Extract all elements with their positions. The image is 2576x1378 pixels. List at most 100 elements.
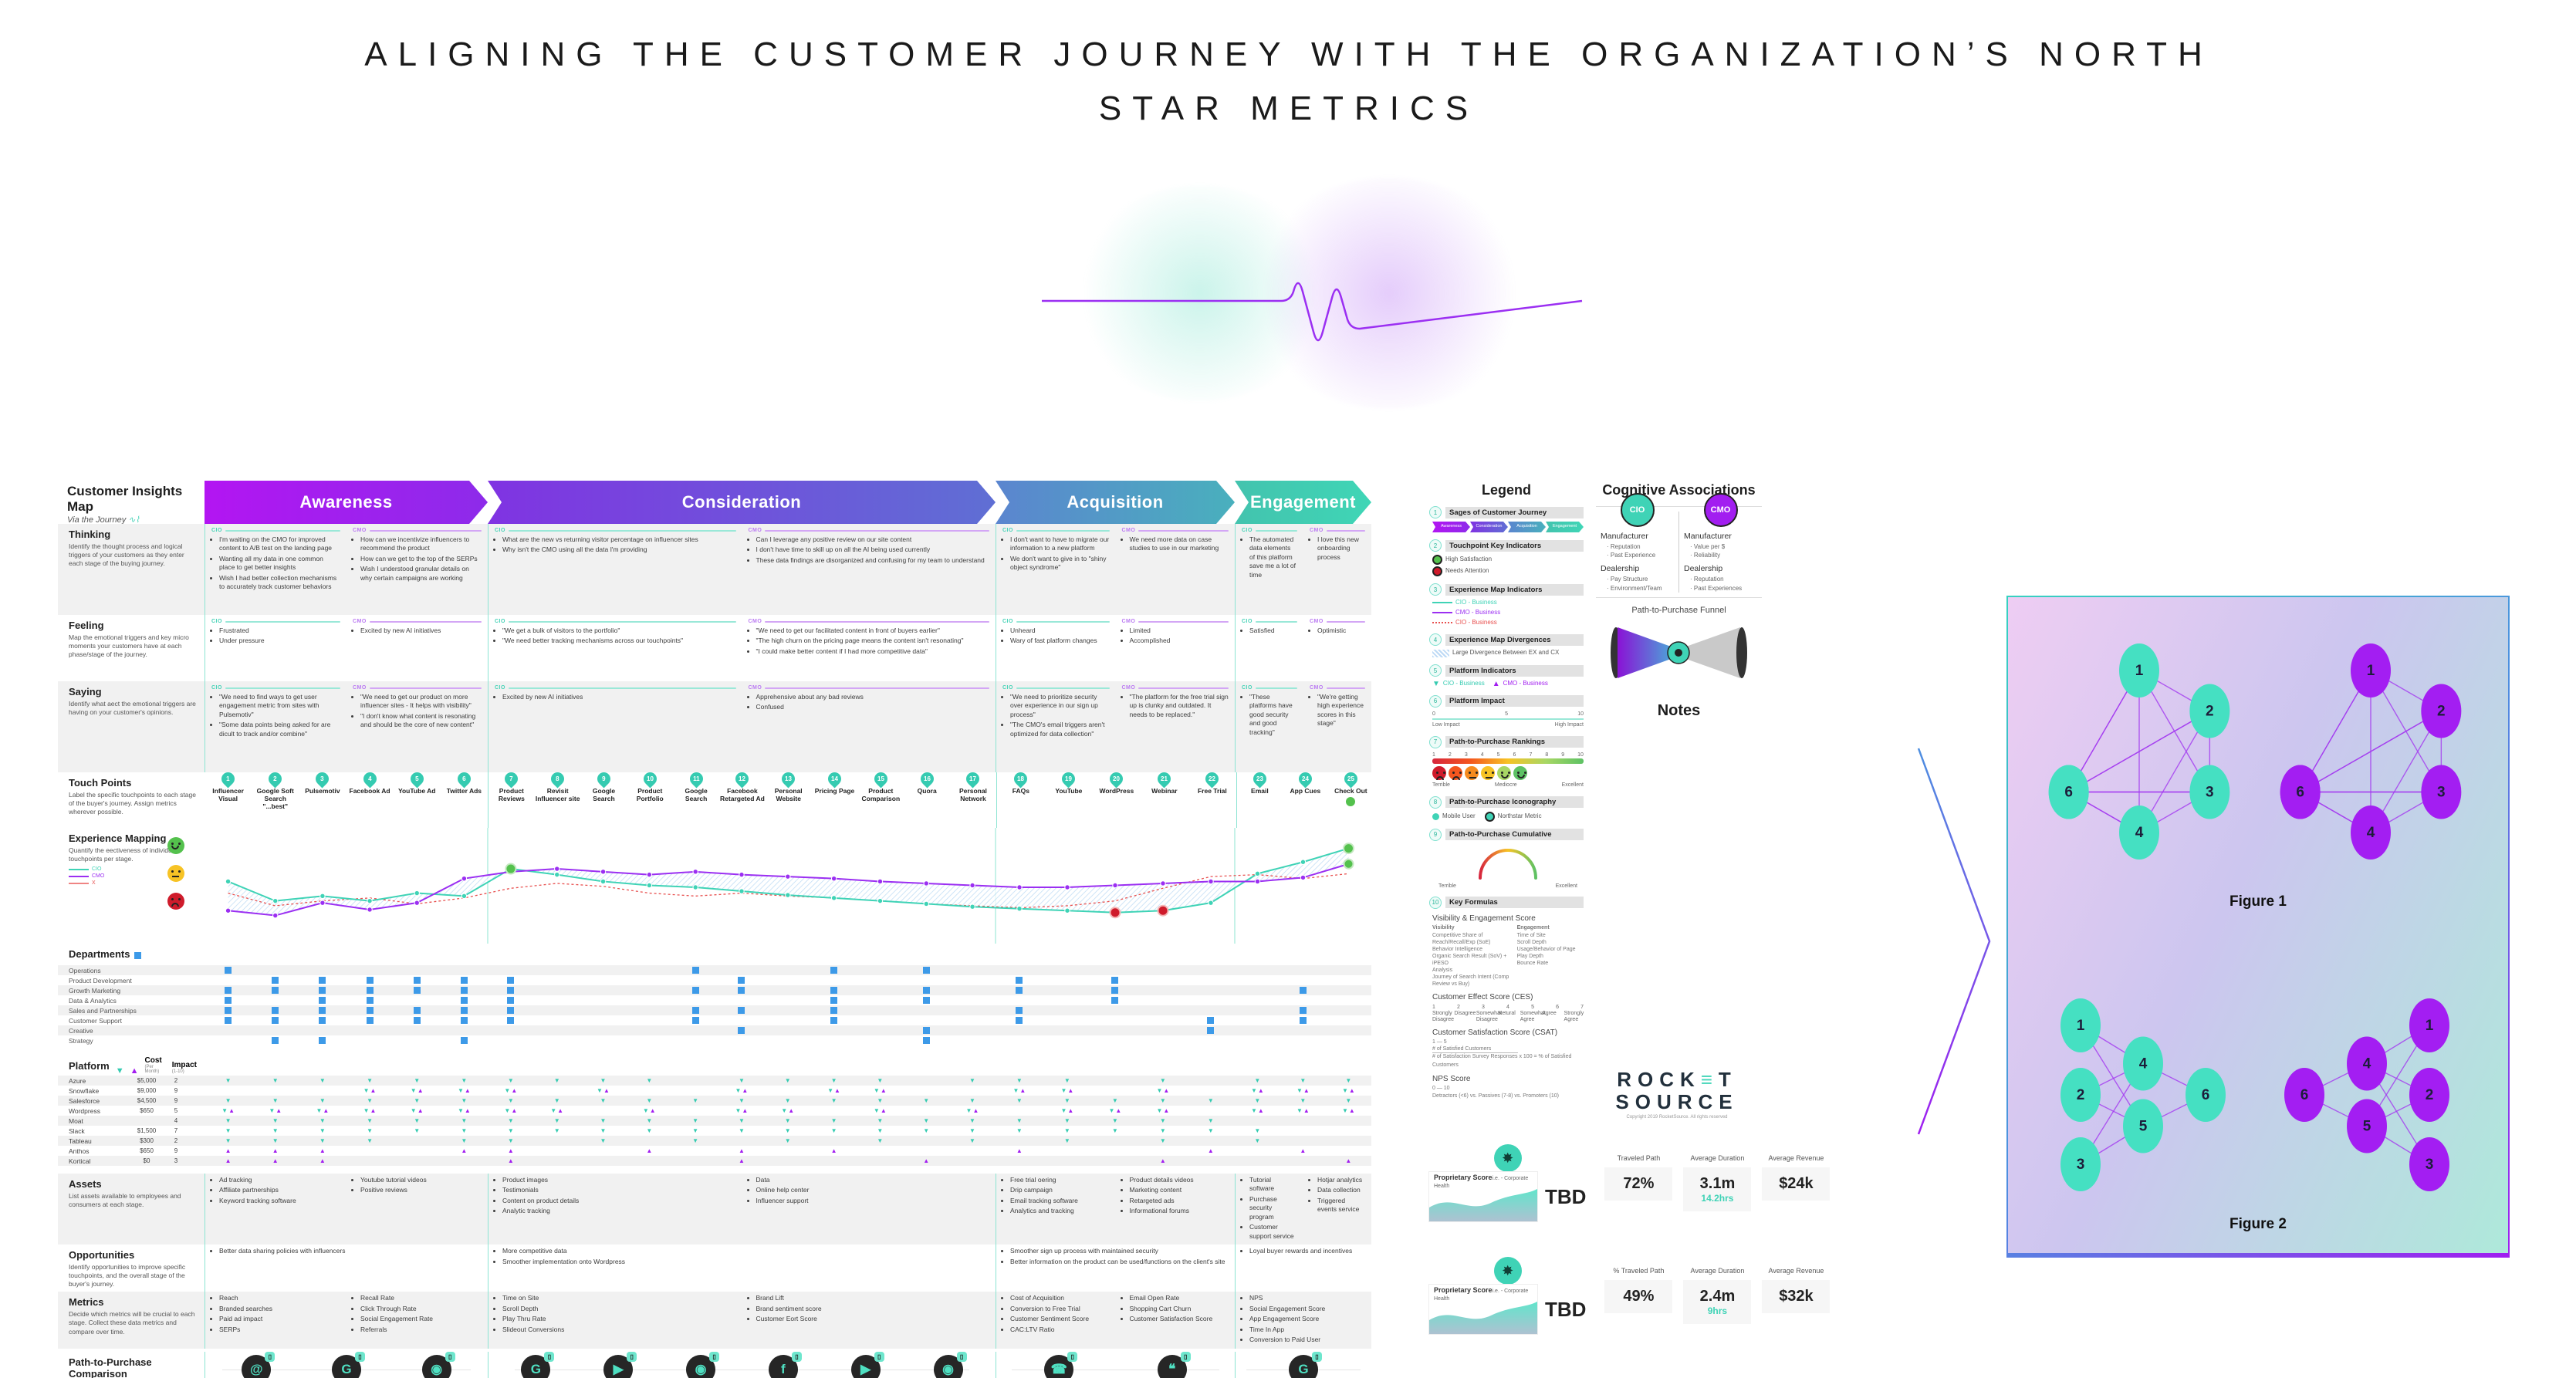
- cio-platform-marker[interactable]: ▼: [1159, 1126, 1166, 1134]
- cio-platform-marker[interactable]: ▼: [600, 1096, 607, 1104]
- cio-platform-marker[interactable]: ▼: [272, 1116, 279, 1124]
- department-marker[interactable]: [830, 967, 838, 974]
- cmo-platform-marker[interactable]: ▲: [880, 1086, 887, 1094]
- cio-platform-marker[interactable]: ▼: [600, 1126, 607, 1134]
- cio-platform-marker[interactable]: ▼: [600, 1116, 607, 1124]
- cio-platform-marker[interactable]: ▼: [319, 1126, 326, 1134]
- department-marker[interactable]: [507, 977, 515, 984]
- cio-platform-marker[interactable]: ▼: [221, 1106, 228, 1114]
- cio-platform-marker[interactable]: ▼: [830, 1096, 837, 1104]
- department-marker[interactable]: [413, 1007, 421, 1014]
- department-marker[interactable]: [272, 977, 279, 984]
- cio-platform-marker[interactable]: ▼: [1016, 1116, 1023, 1124]
- cio-platform-marker[interactable]: ▼: [1250, 1106, 1257, 1114]
- cio-platform-marker[interactable]: ▼: [367, 1096, 373, 1104]
- cio-platform-marker[interactable]: ▼: [414, 1096, 421, 1104]
- cio-platform-marker[interactable]: ▼: [781, 1106, 788, 1114]
- cio-platform-marker[interactable]: ▼: [692, 1137, 699, 1144]
- cmo-platform-marker[interactable]: ▲: [923, 1157, 930, 1164]
- department-marker[interactable]: [691, 1007, 699, 1014]
- cio-platform-marker[interactable]: ▼: [692, 1126, 699, 1134]
- cio-platform-marker[interactable]: ▼: [877, 1126, 884, 1134]
- cio-platform-marker[interactable]: ▼: [738, 1116, 745, 1124]
- department-marker[interactable]: [319, 997, 326, 1004]
- cio-platform-marker[interactable]: ▼: [553, 1116, 560, 1124]
- department-marker[interactable]: [413, 987, 421, 994]
- cio-platform-marker[interactable]: ▼: [319, 1076, 326, 1084]
- department-marker[interactable]: [413, 1017, 421, 1024]
- cio-platform-marker[interactable]: ▼: [504, 1106, 511, 1114]
- cio-platform-marker[interactable]: ▼: [1345, 1076, 1352, 1084]
- cmo-platform-marker[interactable]: ▲: [1067, 1086, 1074, 1094]
- cmo-platform-marker[interactable]: ▲: [276, 1106, 282, 1114]
- cmo-platform-marker[interactable]: ▲: [1207, 1147, 1214, 1154]
- cio-platform-marker[interactable]: ▼: [830, 1076, 837, 1084]
- department-marker[interactable]: [1299, 1007, 1307, 1014]
- cio-platform-marker[interactable]: ▼: [1012, 1086, 1019, 1094]
- cio-platform-marker[interactable]: ▼: [1159, 1096, 1166, 1104]
- cio-platform-marker[interactable]: ▼: [550, 1106, 557, 1114]
- cio-platform-marker[interactable]: ▼: [363, 1106, 370, 1114]
- department-marker[interactable]: [319, 1007, 326, 1014]
- cio-platform-marker[interactable]: ▼: [1159, 1076, 1166, 1084]
- cio-platform-marker[interactable]: ▼: [969, 1116, 975, 1124]
- cio-platform-marker[interactable]: ▼: [784, 1137, 791, 1144]
- cio-platform-marker[interactable]: ▼: [646, 1126, 653, 1134]
- department-marker[interactable]: [830, 1007, 838, 1014]
- cio-platform-marker[interactable]: ▼: [1063, 1126, 1070, 1134]
- google-icon[interactable]: G▯: [331, 1351, 365, 1378]
- cio-platform-marker[interactable]: ▼: [1296, 1086, 1303, 1094]
- stage-header-consideration[interactable]: Consideration: [488, 481, 996, 524]
- cio-platform-marker[interactable]: ▼: [272, 1096, 279, 1104]
- cmo-platform-marker[interactable]: ▲: [228, 1106, 235, 1114]
- cio-platform-marker[interactable]: ▼: [1300, 1096, 1307, 1104]
- department-marker[interactable]: [319, 977, 326, 984]
- department-marker[interactable]: [738, 977, 745, 984]
- cmo-platform-marker[interactable]: ▲: [417, 1086, 424, 1094]
- cio-platform-marker[interactable]: ▼: [461, 1137, 468, 1144]
- cio-platform-marker[interactable]: ▼: [692, 1116, 699, 1124]
- department-marker[interactable]: [691, 987, 699, 994]
- stage-header-engagement[interactable]: Engagement: [1235, 481, 1371, 524]
- cmo-platform-marker[interactable]: ▲: [738, 1147, 745, 1154]
- instagram-icon[interactable]: ◉▯: [686, 1351, 720, 1378]
- cio-platform-marker[interactable]: ▼: [646, 1096, 653, 1104]
- cmo-platform-marker[interactable]: ▲: [1067, 1106, 1074, 1114]
- cmo-platform-marker[interactable]: ▲: [464, 1086, 471, 1094]
- cio-platform-marker[interactable]: ▼: [969, 1096, 975, 1104]
- department-marker[interactable]: [1207, 1027, 1215, 1034]
- cio-platform-marker[interactable]: ▼: [414, 1126, 421, 1134]
- cio-platform-marker[interactable]: ▼: [1159, 1137, 1166, 1144]
- department-marker[interactable]: [460, 987, 468, 994]
- department-marker[interactable]: [366, 977, 374, 984]
- department-marker[interactable]: [830, 987, 838, 994]
- cio-platform-marker[interactable]: ▼: [830, 1126, 837, 1134]
- department-marker[interactable]: [1016, 1007, 1023, 1014]
- cio-platform-marker[interactable]: ▼: [225, 1096, 232, 1104]
- department-marker[interactable]: [460, 997, 468, 1004]
- cio-platform-marker[interactable]: ▼: [1063, 1116, 1070, 1124]
- department-marker[interactable]: [460, 1037, 468, 1044]
- cio-platform-marker[interactable]: ▼: [738, 1126, 745, 1134]
- cio-platform-marker[interactable]: ▼: [738, 1076, 745, 1084]
- instagram-user-icon[interactable]: @▯: [242, 1351, 276, 1378]
- department-marker[interactable]: [922, 1027, 930, 1034]
- department-marker[interactable]: [922, 1037, 930, 1044]
- cio-platform-marker[interactable]: ▼: [507, 1116, 514, 1124]
- chat-icon[interactable]: ❝▯: [1157, 1351, 1191, 1378]
- facebook-icon[interactable]: f▯: [768, 1351, 802, 1378]
- cio-platform-marker[interactable]: ▼: [692, 1096, 699, 1104]
- cmo-platform-marker[interactable]: ▲: [507, 1157, 514, 1164]
